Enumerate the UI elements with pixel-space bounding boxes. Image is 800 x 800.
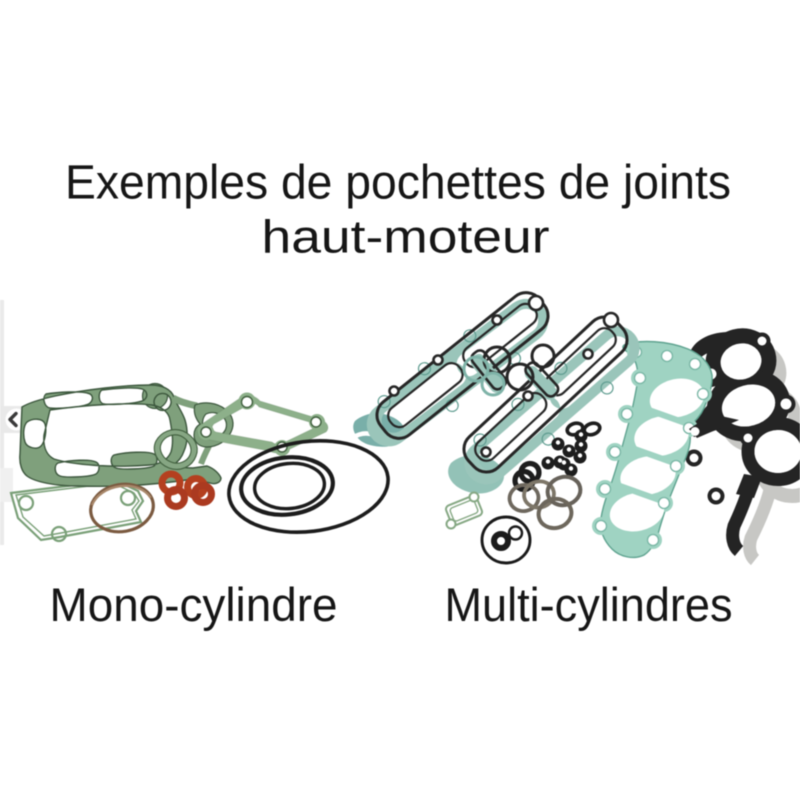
svg-text:Multi-cylindres: Multi-cylindres (445, 578, 733, 631)
svg-text:haut-moteur: haut-moteur (262, 211, 550, 263)
svg-text:Exemples de pochettes de joint: Exemples de pochettes de joints (65, 157, 731, 210)
svg-text:Mono-cylindre: Mono-cylindre (50, 578, 338, 631)
